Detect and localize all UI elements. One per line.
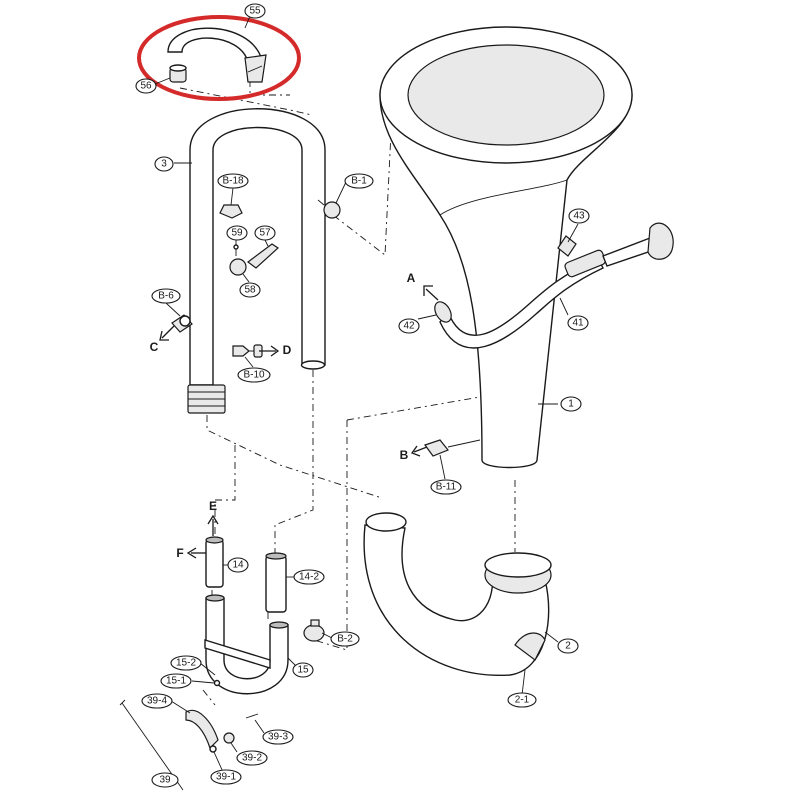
bottom-bow-part-2	[363, 512, 552, 676]
label-b-6: B-6	[151, 288, 181, 304]
knob-58	[229, 258, 247, 276]
label-14-2: 14-2	[293, 569, 325, 585]
screw-b-6	[171, 314, 193, 333]
svg-text:39-4: 39-4	[147, 696, 167, 707]
crook-part-55	[167, 27, 267, 83]
screw-b-10	[232, 344, 268, 358]
part-labels: 55 56 3 B-18 B-1 59 57 58 B-6 B-10 43 42…	[135, 3, 590, 788]
label-14: 14	[227, 557, 249, 573]
svg-text:43: 43	[573, 211, 585, 222]
letter-d: D	[283, 343, 292, 357]
svg-text:15: 15	[297, 665, 309, 676]
label-b-18: B-18	[217, 173, 249, 189]
label-39-1: 39-1	[210, 769, 242, 785]
label-41: 41	[567, 315, 589, 331]
svg-text:B-10: B-10	[243, 370, 265, 381]
svg-text:39-2: 39-2	[242, 753, 262, 764]
leadpipe-part-41	[439, 222, 674, 349]
letter-a: A	[407, 271, 416, 285]
svg-text:B-11: B-11	[436, 482, 457, 493]
svg-text:B-18: B-18	[222, 176, 244, 187]
label-59: 59	[226, 225, 248, 241]
label-15-2: 15-2	[170, 655, 202, 671]
ferrule-42	[434, 301, 452, 323]
label-2-1: 2-1	[507, 692, 537, 708]
svg-text:39: 39	[159, 775, 171, 786]
svg-text:59: 59	[231, 228, 243, 239]
svg-text:58: 58	[244, 285, 256, 296]
clip-43	[557, 235, 577, 257]
svg-text:B-1: B-1	[351, 176, 367, 187]
cap-b-2	[303, 619, 325, 642]
letter-b: B	[400, 448, 409, 462]
letter-e: E	[209, 499, 217, 513]
letter-c: C	[150, 340, 159, 354]
svg-text:41: 41	[572, 318, 584, 329]
label-b-2: B-2	[330, 631, 360, 647]
svg-text:14: 14	[232, 560, 244, 571]
svg-text:56: 56	[140, 81, 152, 92]
label-15-1: 15-1	[160, 673, 192, 689]
ferrule-part-56	[169, 64, 187, 83]
svg-text:1: 1	[568, 399, 574, 410]
label-15: 15	[292, 662, 314, 678]
lever-57	[247, 243, 279, 269]
svg-text:15-1: 15-1	[166, 676, 186, 687]
guard-39-assembly	[185, 679, 259, 753]
label-b-1: B-1	[344, 173, 374, 189]
assembly-lines	[179, 80, 516, 706]
tube-part-14-2	[265, 552, 287, 613]
label-39: 39	[151, 772, 179, 788]
letter-f: F	[176, 546, 183, 560]
label-3: 3	[154, 156, 174, 172]
u-tube-part-3	[187, 108, 326, 414]
svg-text:55: 55	[249, 6, 261, 17]
pin-59	[233, 244, 239, 256]
direction-letters: A B C D E F	[150, 271, 416, 560]
label-39-3: 39-3	[262, 729, 294, 745]
label-43: 43	[568, 208, 590, 224]
bell-part-1	[379, 26, 633, 469]
direction-arrows	[159, 285, 439, 559]
label-1: 1	[560, 396, 582, 412]
svg-text:42: 42	[403, 321, 415, 332]
label-42: 42	[398, 318, 420, 334]
svg-text:15-2: 15-2	[176, 658, 196, 669]
svg-text:2-1: 2-1	[515, 695, 530, 706]
label-39-2: 39-2	[236, 750, 268, 766]
u-slide-part-15	[204, 594, 289, 695]
svg-text:57: 57	[259, 228, 271, 239]
label-39-4: 39-4	[141, 693, 173, 709]
label-56: 56	[135, 78, 157, 94]
tube-part-14	[205, 536, 224, 588]
svg-text:3: 3	[161, 159, 167, 170]
label-57: 57	[254, 225, 276, 241]
label-b-10: B-10	[237, 367, 271, 383]
label-2: 2	[557, 638, 579, 654]
svg-text:39-1: 39-1	[216, 772, 236, 783]
label-55: 55	[244, 3, 266, 19]
label-58: 58	[239, 282, 261, 298]
screw-b-18	[219, 204, 243, 219]
svg-text:14-2: 14-2	[299, 572, 319, 583]
svg-text:2: 2	[565, 641, 571, 652]
svg-text:B-6: B-6	[158, 291, 174, 302]
label-b-11: B-11	[430, 479, 462, 495]
cap-b-1	[317, 199, 341, 219]
svg-text:39-3: 39-3	[268, 732, 288, 743]
ring-b-11	[424, 439, 481, 457]
svg-text:B-2: B-2	[337, 634, 353, 645]
highlight-ring	[137, 15, 301, 101]
